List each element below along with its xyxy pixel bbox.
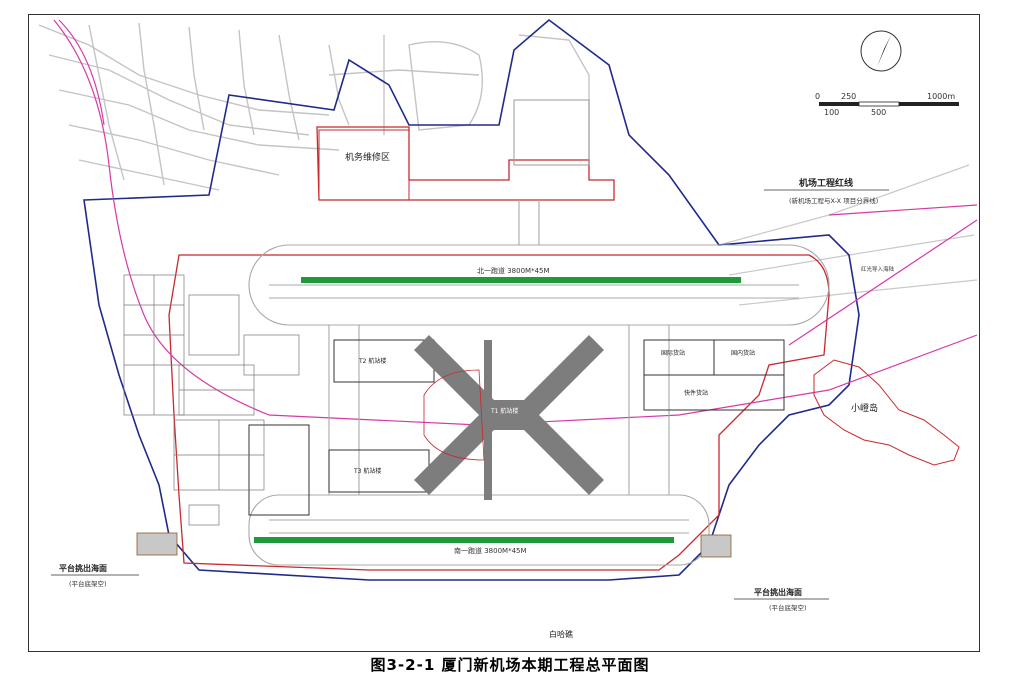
scale-tick: 500 <box>871 108 886 117</box>
map-frame: 0 250 1000m 100 500 机务维修区 机场工程红线 (新机场工程与… <box>28 14 980 652</box>
label-entry-road: 红光导入海陆 <box>861 265 895 273</box>
north-runway <box>301 277 741 283</box>
airport-master-plan: 0 250 1000m 100 500 机务维修区 机场工程红线 (新机场工程与… <box>38 18 978 639</box>
t1-terminal <box>414 335 604 500</box>
label-platform-left-note: (平台底架空) <box>69 579 107 588</box>
label-baihajiao: 白哈礁 <box>549 629 573 639</box>
label-cargo-a: 国际货站 <box>661 349 685 357</box>
north-arrow-icon <box>860 30 902 72</box>
scale-tick: 1000m <box>927 92 955 101</box>
red-redline-main <box>168 254 830 571</box>
label-redline-note: (新机场工程与X-X 项目分界线) <box>789 196 878 205</box>
label-redline: 机场工程红线 <box>799 177 853 189</box>
label-t3: T3 航站楼 <box>353 467 381 475</box>
label-south-runway: 南一跑道 3800M*45M <box>454 546 527 555</box>
xiaodeng-island <box>813 359 960 466</box>
service-blocks <box>123 274 300 526</box>
label-platform-right: 平台挑出海面 <box>754 587 802 597</box>
scale-tick: 100 <box>824 108 839 117</box>
right-platform <box>700 534 732 558</box>
red-redline <box>316 126 615 201</box>
label-platform-right-note: (平台底架空) <box>769 603 807 612</box>
label-maintenance: 机务维修区 <box>345 151 390 163</box>
scale-bar <box>819 101 959 107</box>
maintenance-area <box>318 129 410 201</box>
label-island: 小嶝岛 <box>851 402 878 414</box>
scale-tick: 0 <box>815 92 820 101</box>
label-cargo-b: 国内货站 <box>731 349 755 357</box>
t1-forecourt <box>423 369 485 461</box>
project-boundary <box>83 18 860 581</box>
label-t1: T1 航站楼 <box>490 407 518 415</box>
city-grid <box>38 22 590 191</box>
label-cargo-c: 快件货站 <box>684 389 708 397</box>
figure-caption: 图3-2-1 厦门新机场本期工程总平面图 <box>370 656 650 674</box>
label-north-runway: 北一跑道 3800M*45M <box>477 266 550 275</box>
label-t2: T2 航站楼 <box>358 357 386 365</box>
left-platform <box>136 532 178 556</box>
maintenance-hangars <box>513 99 590 166</box>
scale-tick: 250 <box>841 92 856 101</box>
label-platform-left: 平台挑出海面 <box>59 563 107 573</box>
airfield <box>248 200 830 566</box>
support-zone <box>248 424 310 516</box>
magenta-lines <box>53 19 978 426</box>
south-runway <box>254 537 674 543</box>
